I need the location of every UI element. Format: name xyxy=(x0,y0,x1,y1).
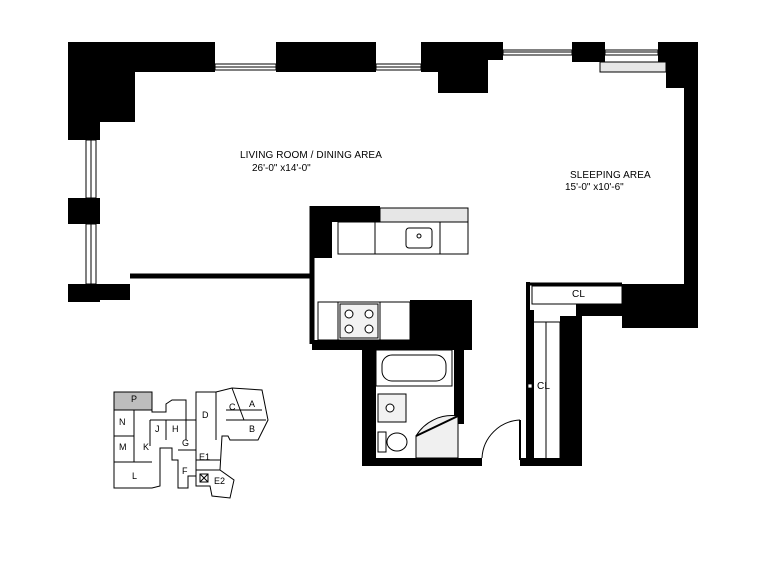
living-room-dimensions: 26'-0" x14'-0" xyxy=(252,163,311,174)
sleeping-area-dimensions: 15'-0" x10'-6" xyxy=(565,182,624,193)
exterior-walls xyxy=(68,42,698,328)
stove-burner xyxy=(344,309,354,319)
windows xyxy=(85,49,667,285)
window-sill xyxy=(599,61,667,73)
wall-top-segment xyxy=(572,42,605,62)
bathroom-fixtures xyxy=(375,349,521,460)
closet-sleeping-area xyxy=(531,285,623,305)
key-label-l: L xyxy=(132,471,138,481)
living-room-label: LIVING ROOM / DINING AREA xyxy=(240,150,382,161)
wall-left-column xyxy=(68,198,100,224)
key-label-b: B xyxy=(249,424,256,434)
toilet-tank xyxy=(377,431,387,453)
wall-top-segment xyxy=(276,42,376,72)
closet-label-sleeping: CL xyxy=(572,289,585,300)
key-label-k: K xyxy=(143,442,150,452)
stove-burner xyxy=(364,324,374,334)
key-label-n: N xyxy=(119,417,126,427)
key-label-d: D xyxy=(202,410,209,420)
vanity-sink xyxy=(385,403,395,413)
key-label-p: P xyxy=(131,394,138,404)
wall-top-column xyxy=(421,42,503,93)
door-marker xyxy=(527,383,533,389)
wall-block-right xyxy=(622,284,698,328)
stove-burner xyxy=(344,324,354,334)
bathtub-basin xyxy=(381,354,447,382)
wall-left-bottom xyxy=(68,284,130,302)
wall-bath-right xyxy=(454,344,464,424)
key-label-m: M xyxy=(119,442,127,452)
wall-closet-right xyxy=(560,316,582,464)
sink-faucet xyxy=(416,233,422,239)
toilet-bowl xyxy=(386,432,408,452)
counter-upper-shelf xyxy=(379,207,469,223)
entry-door-swing xyxy=(481,419,521,459)
wall-corner-top-right xyxy=(658,42,698,290)
bathroom-walls xyxy=(362,344,482,466)
key-label-e1: E1 xyxy=(199,452,211,462)
sleeping-area-label: SLEEPING AREA xyxy=(570,170,651,181)
stove-burner xyxy=(364,309,374,319)
stove xyxy=(339,303,379,339)
counter-upper xyxy=(337,221,469,255)
key-outline xyxy=(113,387,269,499)
key-plan xyxy=(113,387,269,499)
key-label-j: J xyxy=(155,424,160,434)
wall-corner-top-left xyxy=(68,42,215,140)
closet-area xyxy=(520,285,623,466)
kitchen-counters xyxy=(317,207,469,341)
wall-kitchen-top xyxy=(312,206,380,258)
key-label-h: H xyxy=(172,424,179,434)
closet-label-entry: CL xyxy=(537,381,550,392)
wall-kitchen-block xyxy=(410,300,472,350)
key-label-a: A xyxy=(249,399,256,409)
wall-bath-bottom xyxy=(362,458,482,466)
bath-door-swing xyxy=(415,415,459,459)
key-label-c: C xyxy=(229,402,236,412)
wall-closet-bottom xyxy=(520,458,582,466)
key-label-e2: E2 xyxy=(214,476,226,486)
key-label-g: G xyxy=(182,438,190,448)
key-label-f: F xyxy=(182,466,188,476)
wall-right-strip xyxy=(576,304,626,316)
wall-bath-left xyxy=(362,344,376,466)
